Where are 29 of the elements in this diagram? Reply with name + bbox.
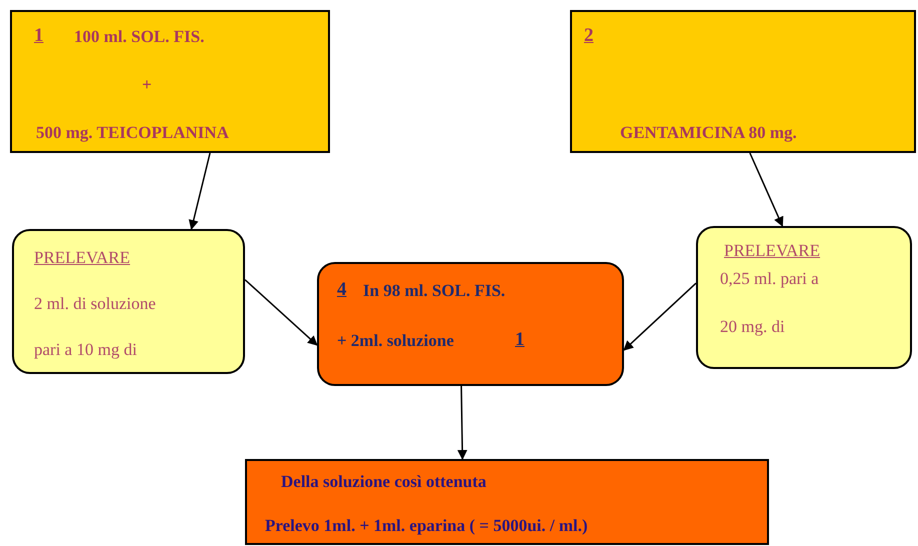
step-text: 2 ml. di soluzione: [34, 293, 156, 314]
step-number: 4: [337, 278, 346, 302]
arrow: [623, 282, 697, 351]
step-number: 1: [34, 24, 44, 48]
arrow: [749, 152, 784, 227]
step-text: In 98 ml. SOL. FIS.: [363, 280, 506, 302]
step-number: 1: [515, 328, 524, 352]
step-text: +: [142, 74, 152, 96]
step-box: [10, 10, 330, 153]
step-text: + 2ml. soluzione: [337, 330, 454, 352]
arrow: [188, 152, 211, 230]
step-text: Della soluzione così ottenuta: [281, 471, 486, 492]
step-text: 100 ml. SOL. FIS.: [74, 26, 204, 48]
arrow: [244, 279, 318, 346]
step-text: Prelevo 1ml. + 1ml. eparina ( = 5000ui. / ml.): [265, 515, 588, 536]
step-text: 0,25 ml. pari a: [720, 268, 819, 290]
step-text: GENTAMICINA 80 mg.: [620, 122, 797, 144]
step-heading: PRELEVARE: [724, 240, 820, 262]
step-box: [245, 459, 769, 545]
step-text: 20 mg. di: [720, 316, 785, 338]
step-number: 2: [584, 24, 594, 48]
step-text: 500 mg. TEICOPLANINA: [36, 122, 229, 144]
rounded-step-box: [696, 226, 912, 369]
step-box: [570, 10, 916, 153]
step-heading: PRELEVARE: [34, 247, 130, 268]
step-text: pari a 10 mg di: [34, 339, 137, 360]
rounded-step-box: [12, 229, 245, 374]
rounded-step-box: [317, 262, 624, 386]
arrow: [457, 386, 468, 460]
